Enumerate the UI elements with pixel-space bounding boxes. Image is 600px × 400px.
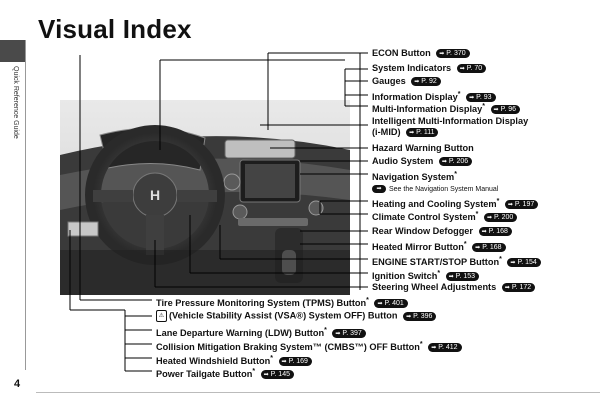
page-ref-badge[interactable]: ➡P. 111 <box>406 128 439 138</box>
callout-ignition-switch[interactable]: Ignition Switch* ➡P. 153 <box>372 268 479 282</box>
callout-gauges[interactable]: Gauges ➡P. 92 <box>372 76 441 87</box>
callout-power-tailgate-button[interactable]: Power Tailgate Button* ➡P. 145 <box>156 366 294 380</box>
page-ref-badge[interactable]: ➡P. 145 <box>260 370 294 380</box>
bottom-divider <box>36 392 600 393</box>
page-ref-arrow-icon: ➡ <box>431 345 437 352</box>
section-side-label: Quick Reference Guide <box>12 66 19 139</box>
page-ref-arrow-icon: ➡ <box>504 285 510 292</box>
callout-multi-information-display[interactable]: Multi-Information Display* ➡P. 96 <box>372 101 521 115</box>
page-ref-arrow-icon: ➡ <box>414 79 420 86</box>
callout-ldw-button[interactable]: Lane Departure Warning (LDW) Button* ➡P.… <box>156 325 366 339</box>
page-ref-arrow-icon: ➡ <box>475 245 481 252</box>
callout-steering-wheel-adjustments[interactable]: Steering Wheel Adjustments ➡P. 172 <box>372 282 536 293</box>
page-ref-badge[interactable]: ➡P. 397 <box>332 329 366 339</box>
page-ref-badge[interactable]: ➡P. 200 <box>483 213 518 223</box>
page-ref-arrow-icon: ➡ <box>493 107 499 114</box>
page-ref-arrow-icon: ➡ <box>377 301 383 308</box>
callout-i-mid[interactable]: Intelligent Multi-Information Display (i… <box>372 116 529 138</box>
page-ref-badge[interactable]: ➡P. 168 <box>472 243 506 253</box>
page-ref-arrow-icon: ➡ <box>510 260 516 267</box>
page-ref-badge[interactable]: ➡P. 153 <box>445 272 479 282</box>
callout-heated-windshield-button[interactable]: Heated Windshield Button* ➡P. 169 <box>156 353 312 367</box>
page-ref-arrow-icon: ➡ <box>406 313 412 320</box>
page-title: Visual Index <box>38 14 192 44</box>
side-divider <box>25 40 26 370</box>
page-ref-arrow-icon: ➡ <box>459 66 465 73</box>
page-ref-arrow-icon: ➡ <box>263 372 269 379</box>
page-ref-badge[interactable]: ➡P. 92 <box>411 77 441 87</box>
page-ref-arrow-icon: ➡ <box>439 51 445 58</box>
callout-audio-system[interactable]: Audio System ➡P. 206 <box>372 156 473 167</box>
callout-navigation-system[interactable]: Navigation System* ➡See the Navigation S… <box>372 171 499 195</box>
callout-rear-window-defogger[interactable]: Rear Window Defogger ➡P. 168 <box>372 226 512 237</box>
page-ref-arrow-icon: ➡ <box>335 331 341 338</box>
callout-econ-button[interactable]: ECON Button ➡P. 370 <box>372 48 470 59</box>
page-ref-arrow-icon: ➡ <box>281 359 287 366</box>
callout-heating-cooling-system[interactable]: Heating and Cooling System* ➡P. 197 <box>372 196 539 210</box>
page-ref-badge[interactable]: ➡P. 154 <box>507 258 541 268</box>
page-ref-badge[interactable]: ➡P. 168 <box>478 227 512 237</box>
callout-information-display[interactable]: Information Display* ➡P. 93 <box>372 89 496 103</box>
callout-hazard-warning-button[interactable]: Hazard Warning Button <box>372 143 474 153</box>
page-ref-arrow-icon: ➡ <box>469 95 475 102</box>
page-ref-badge[interactable]: ➡P. 93 <box>466 93 496 103</box>
page-ref-badge[interactable]: ➡P. 206 <box>438 157 473 167</box>
callout-system-indicators[interactable]: System Indicators ➡P. 70 <box>372 63 487 74</box>
callout-climate-control-system[interactable]: Climate Control System* ➡P. 200 <box>372 209 518 223</box>
navigation-note: ➡See the Navigation System Manual <box>372 184 498 195</box>
page-ref-arrow-icon: ➡ <box>409 130 415 137</box>
page-ref-badge[interactable]: ➡P. 401 <box>374 299 408 309</box>
page-ref-badge[interactable]: ➡P. 96 <box>490 105 521 115</box>
callout-heated-mirror-button[interactable]: Heated Mirror Button* ➡P. 168 <box>372 239 506 253</box>
page-ref-arrow-icon: ➡ <box>448 274 454 281</box>
section-tab-marker <box>0 40 26 62</box>
page-number: 4 <box>14 378 21 390</box>
page-ref-badge[interactable]: ➡P. 172 <box>501 283 536 293</box>
callout-cmbs-off-button[interactable]: Collision Mitigation Braking System™ (CM… <box>156 339 462 353</box>
page-ref-badge[interactable]: ➡P. 412 <box>428 343 462 353</box>
page-ref-arrow-icon: ➡ <box>481 229 487 236</box>
vsa-off-icon: ⚠ <box>156 310 167 322</box>
callout-engine-start-stop-button[interactable]: ENGINE START/STOP Button* ➡P. 154 <box>372 254 541 268</box>
page-ref-arrow-icon: ➡ <box>507 202 513 209</box>
page-ref-arrow-icon: ➡ <box>486 215 492 222</box>
page-ref-badge[interactable]: ➡P. 169 <box>278 357 312 367</box>
callout-vsa-off-button[interactable]: ⚠(Vehicle Stability Assist (VSA®) System… <box>156 310 437 322</box>
page-ref-arrow-icon: ➡ <box>441 159 447 166</box>
page-ref-badge[interactable]: ➡P. 70 <box>456 64 487 74</box>
callout-tpms-button[interactable]: Tire Pressure Monitoring System (TPMS) B… <box>156 295 408 309</box>
page-ref-arrow-icon: ➡ <box>372 185 386 194</box>
dashboard-photo: H <box>60 100 350 295</box>
page-ref-badge[interactable]: ➡P. 370 <box>436 49 470 59</box>
page-ref-badge[interactable]: ➡P. 197 <box>504 200 539 210</box>
svg-text:H: H <box>150 187 160 203</box>
page-ref-badge[interactable]: ➡P. 396 <box>403 311 437 321</box>
